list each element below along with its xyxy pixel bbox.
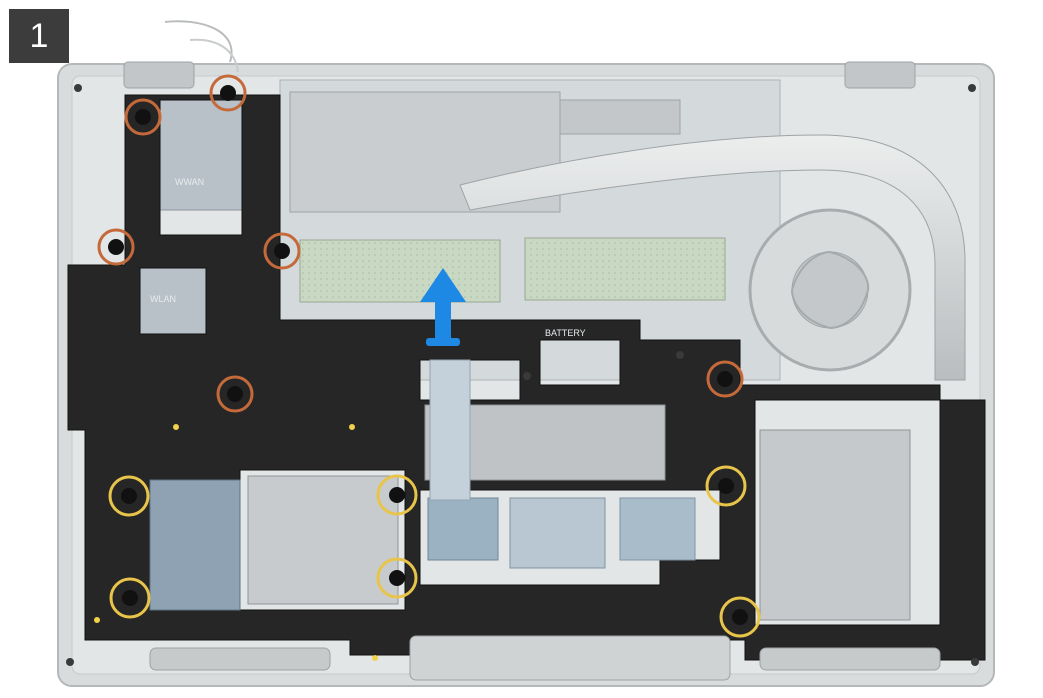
fan-hub (791, 251, 869, 329)
wlan-label: WLAN (150, 294, 176, 304)
left-speaker (149, 647, 331, 671)
screw-yellow-5 (705, 465, 747, 507)
screw-orange-6 (706, 360, 744, 398)
wlan-card (139, 267, 207, 335)
screw-orange-5 (216, 375, 254, 413)
standoff-markers (94, 424, 378, 661)
heat-pipe (459, 134, 966, 381)
antenna-cable (164, 20, 233, 63)
step-number-badge: 1 (9, 9, 69, 63)
memory-module-left (299, 239, 501, 303)
battery-label: BATTERY (545, 328, 586, 338)
screw-yellow-2 (109, 577, 151, 619)
right-speaker (759, 647, 941, 671)
io-board (149, 479, 241, 611)
screw-yellow-3 (376, 474, 418, 516)
wwan-label: WWAN (175, 177, 204, 187)
screw-orange-3 (97, 228, 135, 266)
touchpad-bracket (759, 429, 911, 621)
lift-arrow (420, 268, 466, 346)
fpc-cable (429, 359, 471, 501)
antenna-cable (189, 38, 239, 73)
screw-orange-1 (209, 74, 247, 112)
fan-blades (791, 251, 870, 329)
fingerprint-bracket (409, 635, 731, 681)
heatsink-top (559, 99, 681, 135)
screw-yellow-6 (719, 596, 761, 638)
left-hinge (123, 61, 195, 89)
screw-yellow-1 (108, 475, 150, 517)
fpc-connector-center (509, 497, 606, 569)
wwan-card (159, 99, 243, 211)
screw-yellow-4 (376, 557, 418, 599)
io-board-shield (247, 475, 399, 605)
memory-module-right (524, 237, 726, 301)
screw-orange-2 (124, 98, 162, 136)
fpc-connector-left (427, 497, 499, 561)
fpc-connector-right (619, 497, 696, 561)
right-hinge (844, 61, 916, 89)
chassis-screws (66, 84, 979, 666)
screw-orange-4 (263, 232, 301, 270)
